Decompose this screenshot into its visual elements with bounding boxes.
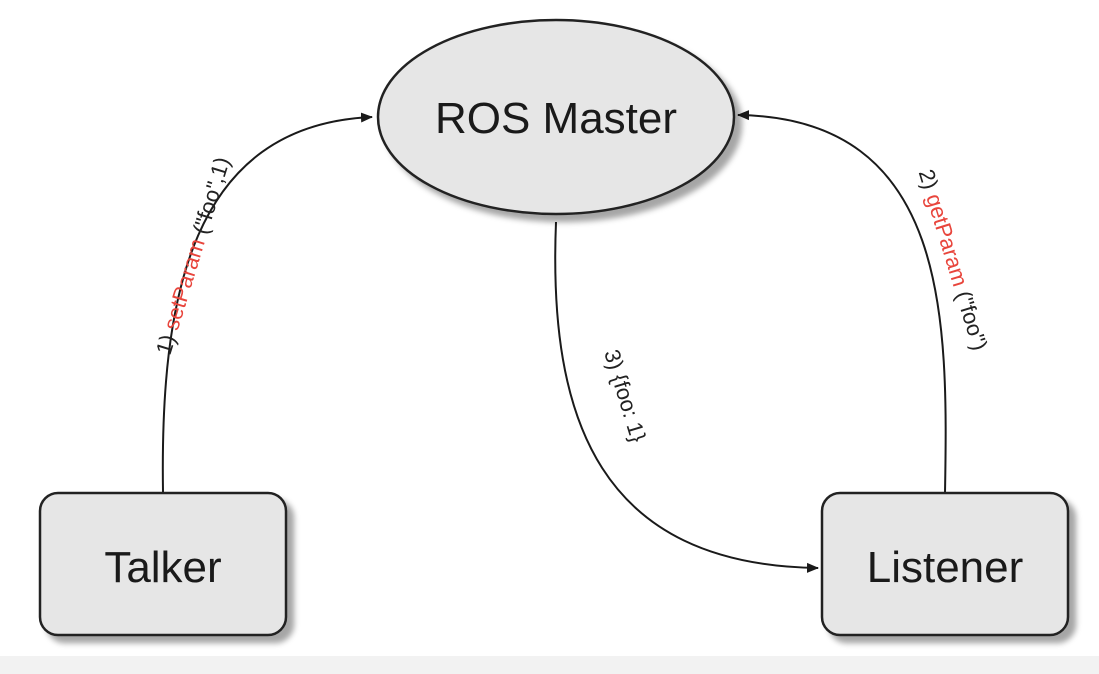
- talker-label: Talker: [104, 543, 221, 592]
- listener-node: Listener: [820, 491, 1070, 637]
- edge-master-to-listener: [554, 221, 819, 573]
- get-param-function: getParam: [921, 191, 973, 290]
- set-param-args: ("foo",1): [186, 154, 235, 243]
- talker-node: Talker: [38, 491, 288, 637]
- response-label: 3) {foo: 1}: [599, 347, 651, 446]
- ros-master-node: ROS Master: [376, 18, 736, 216]
- bottom-strip: [0, 656, 1099, 674]
- edge-talker-to-master: [161, 112, 373, 493]
- edge-listener-to-master: [737, 110, 947, 494]
- get-param-args: ("foo"): [949, 282, 992, 353]
- get-param-label: 2) getParam ("foo"): [914, 166, 993, 353]
- set-param-function: setParam: [158, 236, 209, 333]
- set-param-label: 1) setParam ("foo",1): [151, 154, 235, 358]
- listener-label: Listener: [867, 543, 1024, 592]
- ros-master-label: ROS Master: [435, 94, 677, 143]
